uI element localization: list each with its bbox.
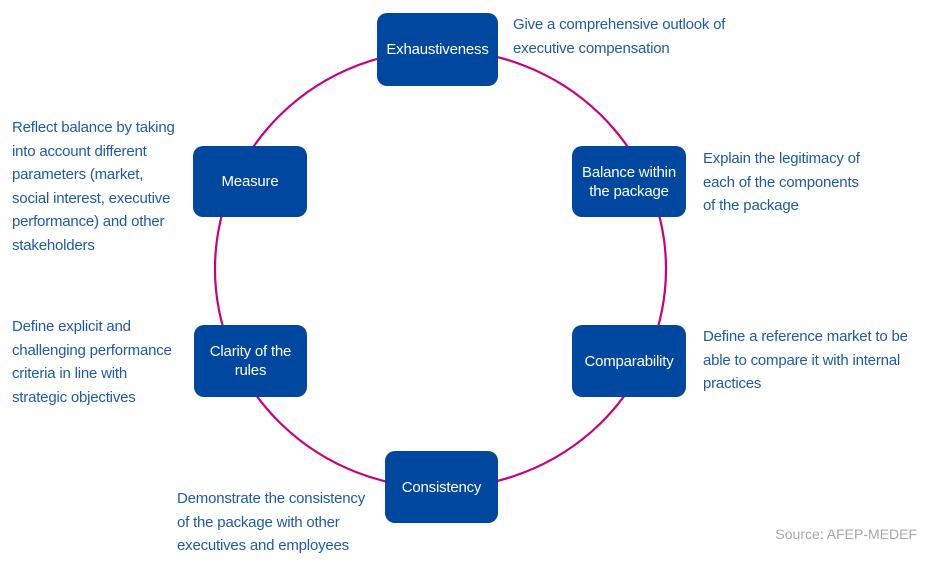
node-consistency: Consistency	[385, 451, 498, 523]
source-caption: Source: AFEP-MEDEF	[775, 526, 917, 542]
description-exhaustiveness: Give a comprehensive outlook of executiv…	[513, 16, 726, 57]
node-comparability: Comparability	[572, 325, 686, 397]
node-clarity-of-rules: Clarity of the rules	[194, 325, 307, 397]
cycle-ring-path	[213, 48, 668, 490]
description-clarity-of-rules: Define explicit and challenging performa…	[12, 318, 172, 406]
description-measure: Reflect balance by taking into account d…	[12, 119, 175, 254]
node-exhaustiveness: Exhaustiveness	[377, 13, 498, 86]
description-consistency: Demonstrate the consistency of the packa…	[177, 490, 366, 554]
description-balance-within-package: Explain the legitimacy of each of the co…	[703, 150, 860, 214]
node-balance-within-package: Balance within the package	[572, 146, 686, 217]
description-comparability: Define a reference market to be able to …	[703, 328, 908, 392]
node-measure: Measure	[193, 146, 307, 217]
